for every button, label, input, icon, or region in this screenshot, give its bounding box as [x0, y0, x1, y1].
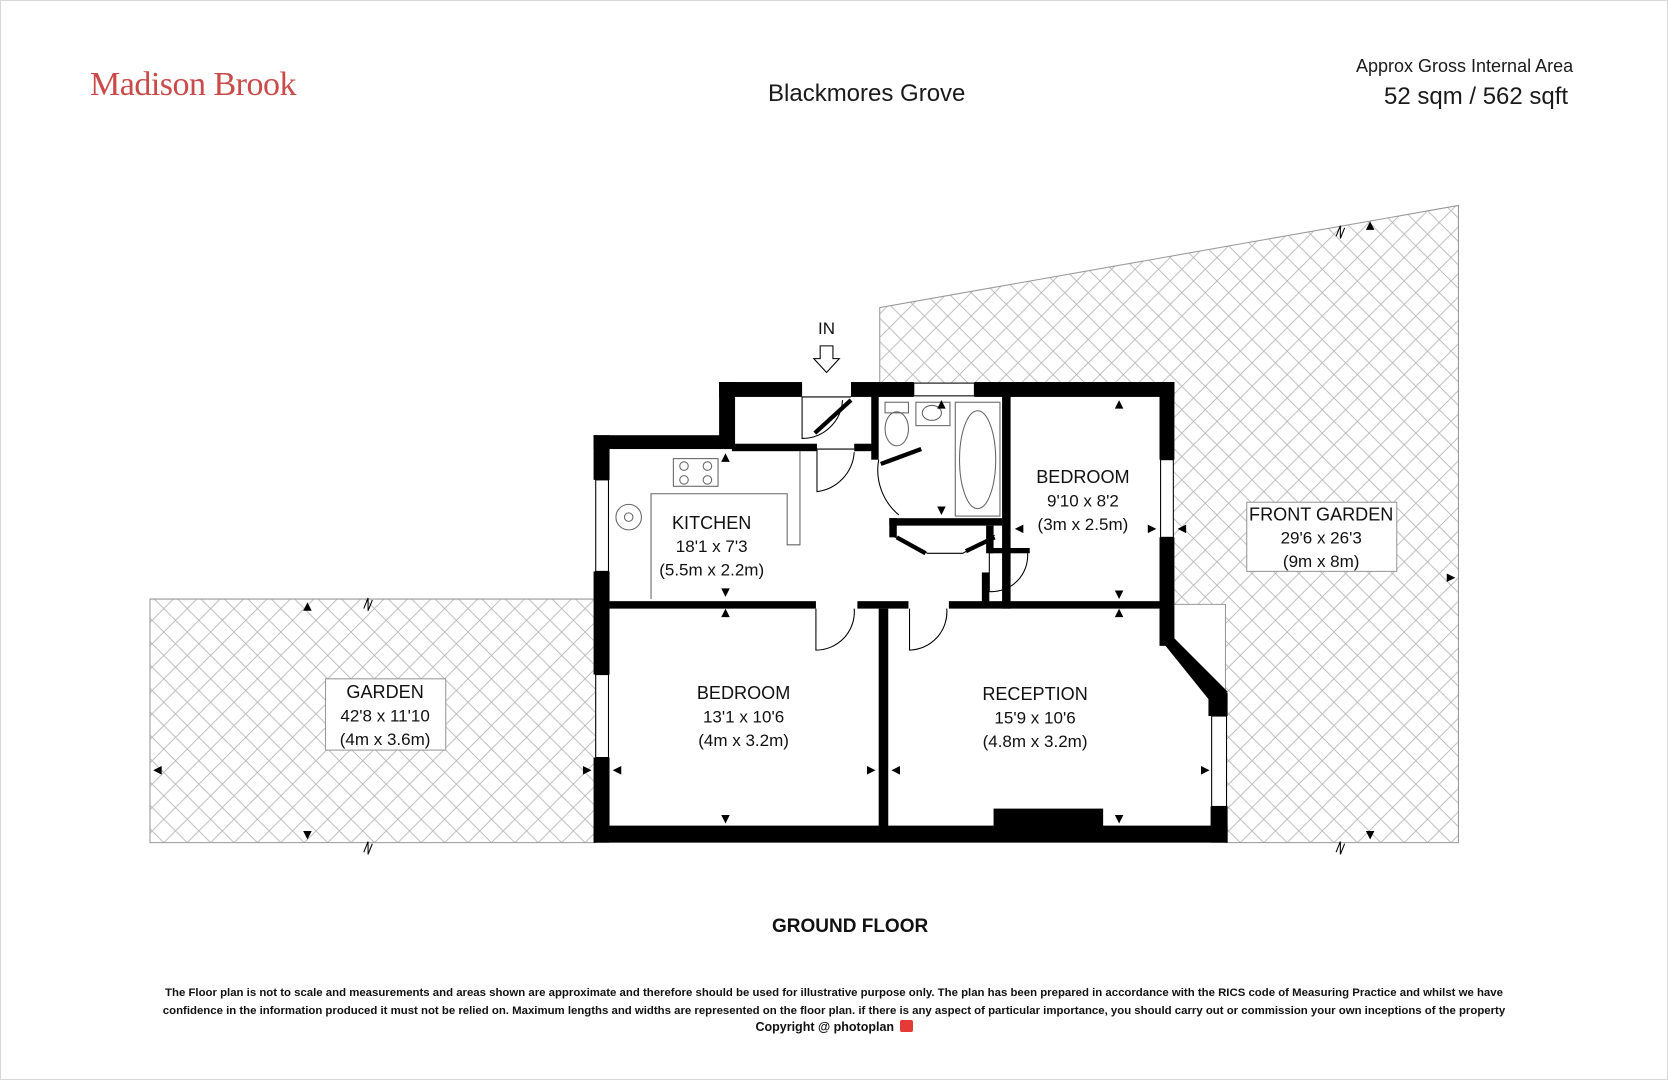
photoplan-logo-icon: [899, 1020, 913, 1032]
bathroom-fixtures: [884, 401, 1001, 517]
dimension-markers: [153, 221, 1456, 840]
entrance-label: IN: [818, 319, 835, 338]
kitchen-label: KITCHEN 18'1 x 7'3 (5.5m x 2.2m): [659, 513, 764, 580]
room-size-metric: (3m x 2.5m): [1038, 515, 1129, 534]
photoplan-brand: photoplan: [833, 1020, 895, 1034]
disclaimer-line: confidence in the information produced i…: [162, 1005, 1506, 1017]
room-size-metric: (4m x 3.2m): [698, 731, 789, 750]
internal-walls: [609, 395, 1160, 828]
copyright-prefix: Copyright @: [755, 1020, 831, 1034]
door-leaf: [964, 535, 996, 554]
room-size-metric: (4.8m x 3.2m): [983, 732, 1088, 751]
kitchen-fixtures: [615, 451, 801, 600]
room-name: KITCHEN: [672, 513, 751, 533]
disclaimer-line: The Floor plan is not to scale and measu…: [165, 987, 1503, 999]
room-size-metric: (5.5m x 2.2m): [659, 561, 764, 580]
copyright: Copyright @ photoplan: [0, 1020, 1668, 1034]
room-name: GARDEN: [346, 682, 423, 702]
front-garden-label: FRONT GARDEN 29'6 x 26'3 (9m x 8m): [1246, 501, 1398, 572]
disclaimer: The Floor plan is not to scale and measu…: [82, 984, 1586, 1020]
garden-label: GARDEN 42'8 x 11'10 (4m x 3.6m): [324, 678, 447, 751]
bedroom-label: BEDROOM 13'1 x 10'6 (4m x 3.2m): [697, 683, 790, 750]
room-size-imperial: 9'10 x 8'2: [1047, 491, 1119, 510]
door-leaf: [895, 535, 927, 556]
brand-logo: Madison Brook: [90, 66, 297, 103]
entrance-arrow-icon: [812, 345, 841, 374]
room-name: RECEPTION: [982, 684, 1087, 704]
windows: [595, 382, 1228, 808]
room-name: BEDROOM: [1036, 467, 1129, 487]
door-leaf: [813, 398, 853, 435]
room-size-imperial: 18'1 x 7'3: [676, 537, 748, 556]
door-leaf: [880, 447, 922, 466]
room-size-imperial: 29'6 x 26'3: [1281, 529, 1362, 548]
bay-window: [1174, 653, 1214, 694]
break-markers: [363, 225, 1346, 855]
bedroom-label: BEDROOM 9'10 x 8'2 (3m x 2.5m): [1036, 467, 1129, 534]
room-size-imperial: 42'8 x 11'10: [340, 706, 429, 725]
room-size-imperial: 15'9 x 10'6: [994, 709, 1075, 728]
room-size-imperial: 13'1 x 10'6: [703, 707, 784, 726]
room-size-metric: (9m x 8m): [1283, 552, 1360, 571]
property-address: Blackmores Grove: [768, 80, 966, 107]
outer-walls: [593, 382, 1228, 843]
area-value: 52 sqm / 562 sqft: [1384, 83, 1569, 110]
floor-label: GROUND FLOOR: [772, 916, 929, 937]
bay-wall: [1159, 638, 1228, 705]
room-name: FRONT GARDEN: [1249, 504, 1393, 524]
reception-label: RECEPTION 15'9 x 10'6 (4.8m x 3.2m): [982, 684, 1087, 751]
room-name: BEDROOM: [697, 683, 790, 703]
room-size-metric: (4m x 3.6m): [340, 730, 431, 749]
area-label: Approx Gross Internal Area: [1356, 56, 1574, 76]
